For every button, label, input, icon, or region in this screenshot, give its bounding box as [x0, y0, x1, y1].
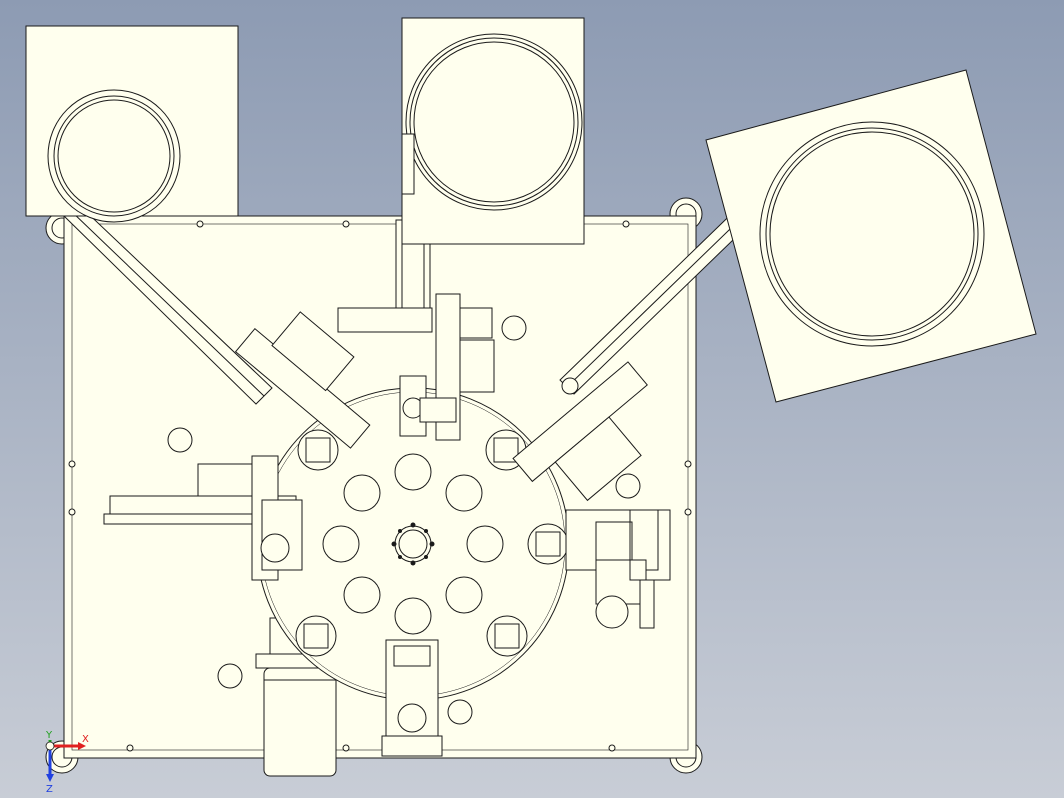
left-station-arm [103, 455, 303, 581]
vibratory-bowl-center [401, 17, 585, 245]
triad-z-label: Z [46, 784, 53, 795]
vibratory-bowl-left [25, 25, 239, 223]
bottom-station-bracket [381, 639, 443, 757]
upper-left-bracket [234, 311, 371, 449]
top-vertical-station [337, 219, 495, 441]
upper-right-bracket [512, 361, 648, 502]
base-holes [68, 220, 692, 752]
triad-y-label: Y [45, 730, 53, 741]
coordinate-triad-icon: X Y Z [45, 730, 89, 795]
right-station-assembly [565, 509, 671, 629]
vibratory-bowl-right [705, 69, 1037, 403]
triad-x-label: X [82, 734, 89, 745]
